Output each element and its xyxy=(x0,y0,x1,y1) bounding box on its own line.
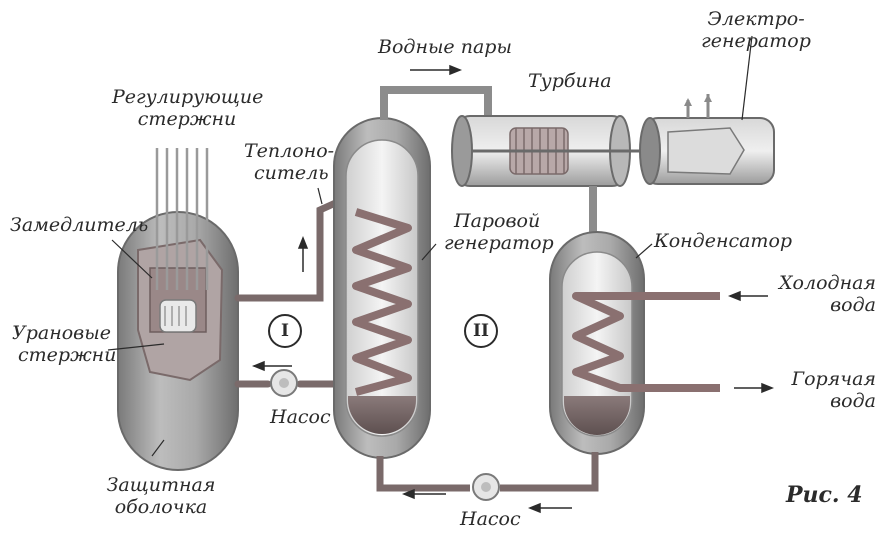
steam-generator-label-line1: Паровой xyxy=(444,210,554,232)
uranium-rods-label-line2: стержни xyxy=(12,344,116,366)
circuit-2-marker: II xyxy=(464,314,498,348)
flow-arrow-right-steam xyxy=(410,66,460,74)
moderator-label: Замедлитель xyxy=(10,214,148,236)
turbine xyxy=(452,116,668,186)
pump-2 xyxy=(473,474,499,500)
generator-label-line1: Электро- xyxy=(696,8,816,30)
circuit-1-marker: I xyxy=(268,314,302,348)
water-vapor-label: Водные пары xyxy=(378,36,512,58)
generator-label: Электро- генератор xyxy=(696,8,816,52)
flow-arrow-up xyxy=(299,238,307,272)
figure-caption: Рис. 4 xyxy=(786,482,863,508)
cooling-water-pipes xyxy=(640,296,720,388)
steam-generator-label-line2: генератор xyxy=(444,232,554,254)
containment-label-line1: Защитная xyxy=(96,474,226,496)
turbine-label: Турбина xyxy=(528,70,612,92)
electric-generator xyxy=(640,94,774,184)
primary-circuit-pipes xyxy=(238,200,342,384)
containment-label: Защитная оболочка xyxy=(96,474,226,518)
hot-water-label: Горячая вода xyxy=(770,368,876,412)
flow-arrow-cold-in xyxy=(730,292,768,300)
condenser xyxy=(550,232,644,454)
control-rods-label-line1: Регулирующие xyxy=(112,86,262,108)
coolant-label-line2: ситель xyxy=(244,162,334,184)
steam-generator xyxy=(334,118,430,458)
cold-water-label-line2: вода xyxy=(770,294,876,316)
uranium-rods-label-line1: Урановые xyxy=(12,322,116,344)
flow-arrow-left-return-2 xyxy=(530,504,572,512)
coolant-label-line1: Теплоно- xyxy=(244,140,334,162)
coolant-label: Теплоно- ситель xyxy=(244,140,334,184)
steam-generator-label: Паровой генератор xyxy=(444,210,554,254)
hot-water-label-line1: Горячая xyxy=(770,368,876,390)
pump-1-label: Насос xyxy=(270,406,331,428)
containment-label-line2: оболочка xyxy=(96,496,226,518)
pump-2-label: Насос xyxy=(460,508,521,530)
cold-water-label: Холодная вода xyxy=(770,272,876,316)
control-rods-label-line2: стержни xyxy=(112,108,262,130)
generator-label-line2: генератор xyxy=(696,30,816,52)
control-rods-label: Регулирующие стержни xyxy=(112,86,262,130)
pump-1 xyxy=(271,370,297,396)
hot-water-label-line2: вода xyxy=(770,390,876,412)
condenser-label: Конденсатор xyxy=(654,230,792,252)
cold-water-label-line1: Холодная xyxy=(770,272,876,294)
flow-arrow-hot-out xyxy=(734,384,772,392)
flow-arrow-left-pump1 xyxy=(254,362,292,370)
uranium-rods-label: Урановые стержни xyxy=(12,322,116,366)
